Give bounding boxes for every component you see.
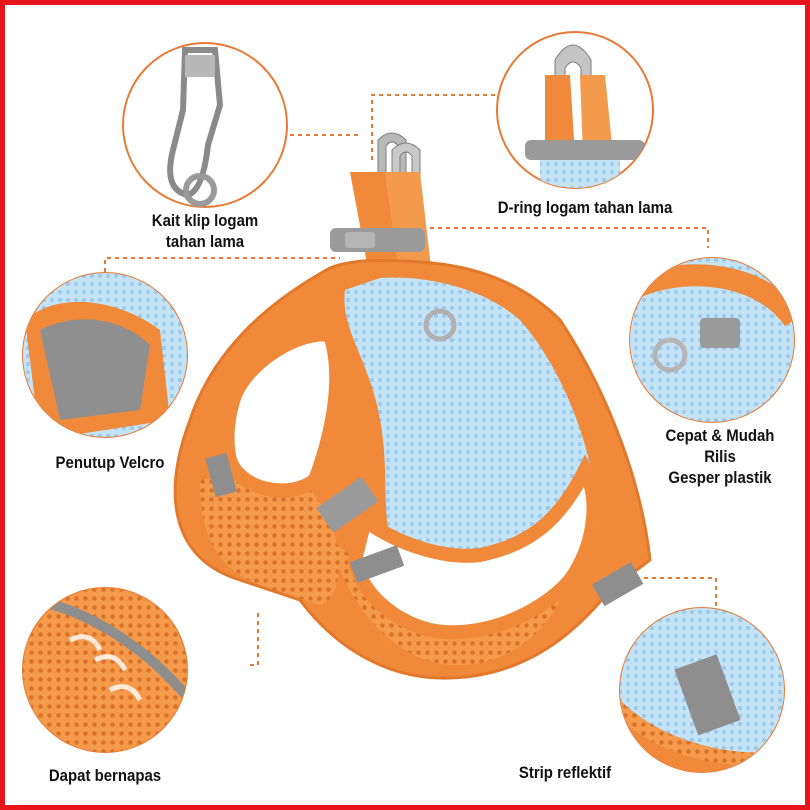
label-dring-line1: D-ring logam tahan lama xyxy=(497,198,673,217)
label-velcro-line1: Penutup Velcro xyxy=(55,453,165,472)
inset-mesh xyxy=(22,587,188,753)
inset-clip xyxy=(122,42,288,208)
label-buckle-line2: Rilis xyxy=(704,447,736,466)
label-dring: D-ring logam tahan lama xyxy=(484,197,686,218)
harness-main xyxy=(173,132,652,680)
inset-buckle xyxy=(629,257,795,423)
label-buckle-line3: Gesper plastik xyxy=(668,468,772,487)
label-buckle-line1: Cepat & Mudah xyxy=(665,426,775,445)
label-velcro: Penutup Velcro xyxy=(31,452,189,473)
label-clip: Kait klip logam tahan lama xyxy=(130,210,280,252)
label-breathable: Dapat bernapas xyxy=(30,765,180,786)
label-clip-line1: Kait klip logam xyxy=(151,211,259,230)
inset-reflective xyxy=(619,607,785,773)
label-buckle: Cepat & Mudah Rilis Gesper plastik xyxy=(650,425,791,488)
label-reflective-line1: Strip reflektif xyxy=(518,763,612,782)
label-reflective: Strip reflektif xyxy=(499,762,631,783)
label-breathable-line1: Dapat bernapas xyxy=(48,766,162,785)
inset-dring xyxy=(496,31,654,189)
inset-velcro xyxy=(22,272,188,438)
callout-connectors xyxy=(104,94,717,666)
label-clip-line2: tahan lama xyxy=(165,232,245,251)
